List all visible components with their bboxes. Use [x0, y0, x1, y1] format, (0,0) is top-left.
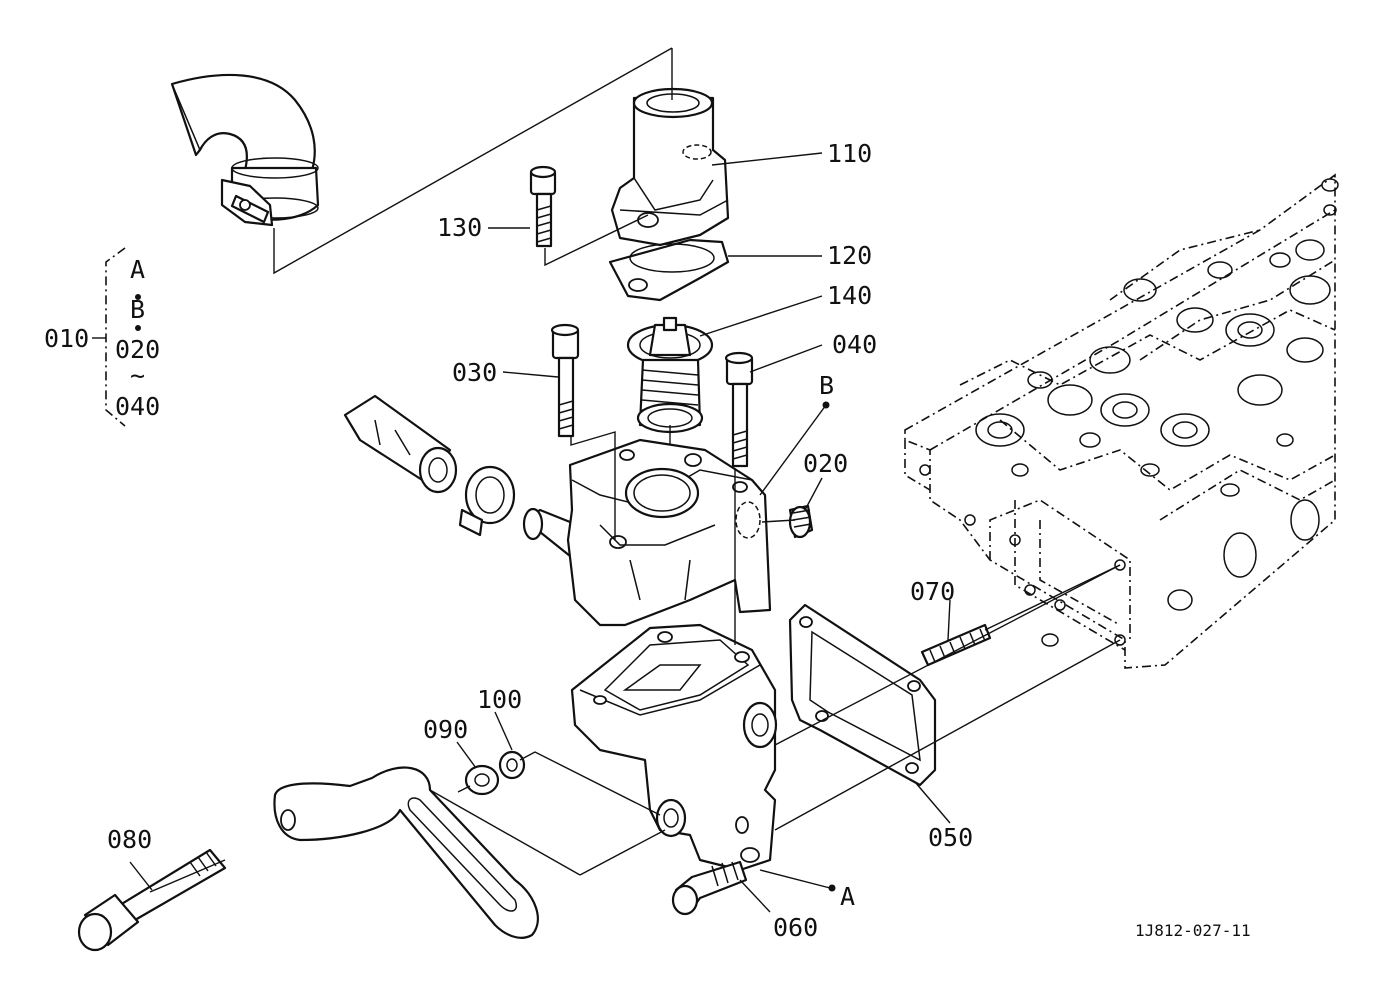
callout-050: 050 — [928, 823, 973, 852]
callout-090: 090 — [423, 715, 468, 744]
water-pump-body — [570, 623, 778, 872]
callout-040: 040 — [832, 330, 877, 359]
bolt-030 — [550, 323, 580, 438]
hose-clamp-upper — [220, 178, 274, 227]
reference-b-label: B — [819, 371, 834, 400]
leader-lines — [129, 47, 1121, 913]
callout-110: 110 — [827, 139, 872, 168]
bolt-130 — [529, 165, 557, 248]
group-member-a: A — [130, 255, 145, 284]
callout-120: 120 — [827, 241, 872, 270]
callout-140: 140 — [827, 281, 872, 310]
bolt-080 — [77, 848, 227, 952]
gasket-120 — [608, 238, 730, 302]
reference-a-label: A — [840, 882, 855, 911]
group-member-040: 040 — [115, 392, 160, 421]
callout-060: 060 — [773, 913, 818, 942]
plug-020 — [788, 504, 814, 539]
group-member-020: 020 — [115, 335, 160, 364]
tension-bracket — [273, 766, 539, 939]
callout-100: 100 — [477, 685, 522, 714]
group-bracket — [92, 247, 141, 427]
callout-130: 130 — [437, 213, 482, 242]
stud-bolt-070 — [920, 623, 992, 667]
cylinder-head — [904, 173, 1339, 669]
reference-dot-a — [828, 884, 836, 892]
gasket-050 — [788, 603, 937, 787]
drawing-id: 1J812-027-11 — [1135, 921, 1251, 940]
callout-020: 020 — [803, 449, 848, 478]
thermostat-cover-110 — [610, 87, 730, 247]
callout-030: 030 — [452, 358, 497, 387]
thermostat-housing — [566, 438, 772, 627]
group-member-tilde: ~ — [130, 361, 145, 390]
reference-dot-b — [822, 401, 830, 409]
callout-070: 070 — [910, 577, 955, 606]
group-number-label: 010 — [44, 324, 89, 353]
bolt-060 — [671, 860, 748, 916]
thermostat-140 — [626, 316, 714, 434]
hose-clamp-lower — [458, 465, 516, 537]
bolt-040 — [724, 351, 754, 468]
spacer-090 — [464, 764, 500, 796]
group-member-b: B — [130, 295, 145, 324]
bypass-pipe — [343, 394, 458, 494]
callout-080: 080 — [107, 825, 152, 854]
washer-100 — [498, 750, 526, 780]
